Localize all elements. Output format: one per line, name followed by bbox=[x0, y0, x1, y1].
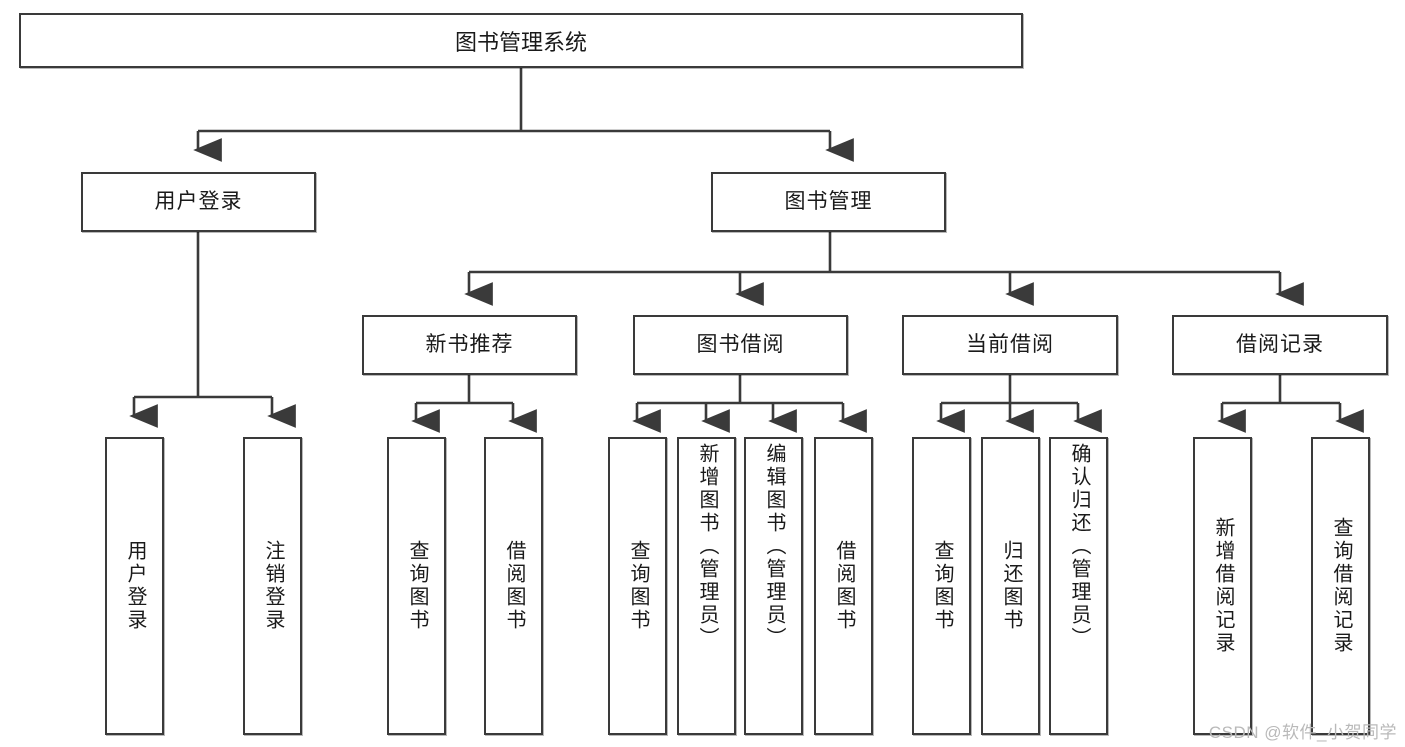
node-book-management[interactable]: 图书管理 bbox=[711, 172, 946, 232]
leaf-borrow-record-add[interactable]: 新增借阅记录 bbox=[1193, 437, 1252, 735]
node-label: 借阅记录 bbox=[1236, 333, 1324, 357]
node-label: 新书推荐 bbox=[425, 333, 514, 357]
node-book-management-system[interactable]: 图书管理系统 bbox=[19, 13, 1023, 68]
leaf-text-wrap: 查询图书 bbox=[914, 439, 969, 733]
node-label: 图书管理系统 bbox=[454, 29, 587, 55]
leaf-text-wrap: 借阅图书 bbox=[816, 439, 871, 733]
leaf-new-book-query[interactable]: 查询图书 bbox=[387, 437, 446, 735]
leaf-current-borrow-return[interactable]: 归还图书 bbox=[981, 437, 1040, 735]
leaf-user-login-login[interactable]: 用户登录 bbox=[105, 437, 164, 735]
node-label: 用户登录 bbox=[154, 190, 243, 214]
node-label: 图书管理 bbox=[784, 190, 873, 214]
leaf-book-borrow-query[interactable]: 查询图书 bbox=[608, 437, 667, 735]
node-book-borrow[interactable]: 图书借阅 bbox=[633, 315, 848, 375]
node-label: 图书借阅 bbox=[696, 333, 785, 357]
leaf-text-wrap: 编辑图书（管理员） bbox=[746, 439, 801, 737]
leaf-book-borrow-add[interactable]: 新增图书（管理员） bbox=[677, 437, 736, 735]
node-label: 编辑图书（管理员） bbox=[763, 443, 785, 650]
node-label: 当前借阅 bbox=[966, 333, 1054, 357]
node-new-book-recommend[interactable]: 新书推荐 bbox=[362, 315, 577, 375]
node-current-borrow[interactable]: 当前借阅 bbox=[902, 315, 1118, 375]
csdn-watermark: CSDN @软件_小贺同学 bbox=[1208, 723, 1397, 742]
leaf-text-wrap: 查询图书 bbox=[389, 439, 444, 733]
leaf-book-borrow-borrow[interactable]: 借阅图书 bbox=[814, 437, 873, 735]
leaf-text-wrap: 借阅图书 bbox=[486, 439, 541, 733]
node-label: 注销登录 bbox=[262, 540, 284, 632]
node-label: 查询图书 bbox=[406, 540, 428, 632]
leaf-text-wrap: 新增图书（管理员） bbox=[679, 439, 734, 737]
node-label: 新增图书（管理员） bbox=[696, 443, 718, 650]
leaf-text-wrap: 归还图书 bbox=[983, 439, 1038, 733]
leaf-text-wrap: 查询借阅记录 bbox=[1313, 439, 1368, 733]
node-label: 新增借阅记录 bbox=[1212, 517, 1234, 655]
leaf-new-book-borrow[interactable]: 借阅图书 bbox=[484, 437, 543, 735]
leaf-book-borrow-edit[interactable]: 编辑图书（管理员） bbox=[744, 437, 803, 735]
leaf-current-borrow-confirm-return[interactable]: 确认归还（管理员） bbox=[1049, 437, 1108, 735]
node-label: 查询图书 bbox=[931, 540, 953, 632]
leaf-current-borrow-query[interactable]: 查询图书 bbox=[912, 437, 971, 735]
node-label: 查询图书 bbox=[627, 540, 649, 632]
leaf-borrow-record-query[interactable]: 查询借阅记录 bbox=[1311, 437, 1370, 735]
node-label: 借阅图书 bbox=[503, 540, 525, 632]
node-label: 确认归还（管理员） bbox=[1068, 443, 1090, 650]
leaf-text-wrap: 用户登录 bbox=[107, 439, 162, 733]
leaf-text-wrap: 查询图书 bbox=[610, 439, 665, 733]
node-label: 归还图书 bbox=[1000, 540, 1022, 632]
node-label: 查询借阅记录 bbox=[1330, 517, 1352, 655]
leaf-text-wrap: 新增借阅记录 bbox=[1195, 439, 1250, 733]
leaf-text-wrap: 确认归还（管理员） bbox=[1051, 439, 1106, 737]
node-user-login[interactable]: 用户登录 bbox=[81, 172, 316, 232]
leaf-user-login-logout[interactable]: 注销登录 bbox=[243, 437, 302, 735]
node-label: 借阅图书 bbox=[833, 540, 855, 632]
node-borrow-record[interactable]: 借阅记录 bbox=[1172, 315, 1388, 375]
leaf-text-wrap: 注销登录 bbox=[245, 439, 300, 733]
node-label: 用户登录 bbox=[124, 540, 146, 632]
